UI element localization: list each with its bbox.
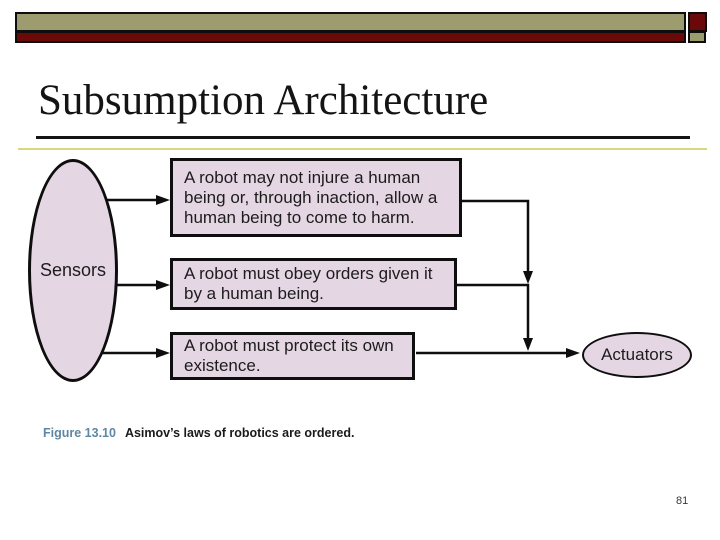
arrowhead-into-law3 xyxy=(156,348,170,358)
top-bar-end-square-maroon xyxy=(688,12,707,32)
title-accent-line xyxy=(18,148,707,150)
sensors-label: Sensors xyxy=(39,260,107,280)
arrowhead-down-onto-law3-line xyxy=(523,338,533,351)
actuators-ellipse: Actuators xyxy=(582,332,692,378)
law3-box: A robot must protect its own existence. xyxy=(170,332,415,380)
line-law1-output xyxy=(462,199,530,271)
top-bar-olive xyxy=(15,12,686,32)
law1-text: A robot may not injure a human being or,… xyxy=(184,167,438,227)
top-bar-maroon xyxy=(15,31,686,43)
figure-caption: Figure 13.10 Asimov’s laws of robotics ar… xyxy=(43,426,354,440)
title-underline xyxy=(36,136,690,139)
page-number: 81 xyxy=(676,495,689,507)
sensors-ellipse: Sensors xyxy=(28,159,118,382)
actuators-label: Actuators xyxy=(601,345,673,364)
law1-box: A robot may not injure a human being or,… xyxy=(170,158,462,237)
slide-title: Subsumption Architecture xyxy=(38,77,489,124)
line-law2-output xyxy=(457,283,530,338)
figure-caption-label: Figure 13.10 xyxy=(43,426,116,440)
law3-text: A robot must protect its own existence. xyxy=(184,336,394,375)
law2-text: A robot must obey orders given it by a h… xyxy=(184,264,433,303)
top-bar-end-square-olive xyxy=(688,31,706,43)
law2-box: A robot must obey orders given it by a h… xyxy=(170,258,457,310)
arrowhead-into-law1 xyxy=(156,195,170,205)
arrowhead-into-actuators xyxy=(566,348,580,358)
figure-caption-text: Asimov’s laws of robotics are ordered. xyxy=(124,426,355,440)
arrowhead-down-onto-law2-line xyxy=(523,271,533,284)
arrowhead-into-law2 xyxy=(156,280,170,290)
